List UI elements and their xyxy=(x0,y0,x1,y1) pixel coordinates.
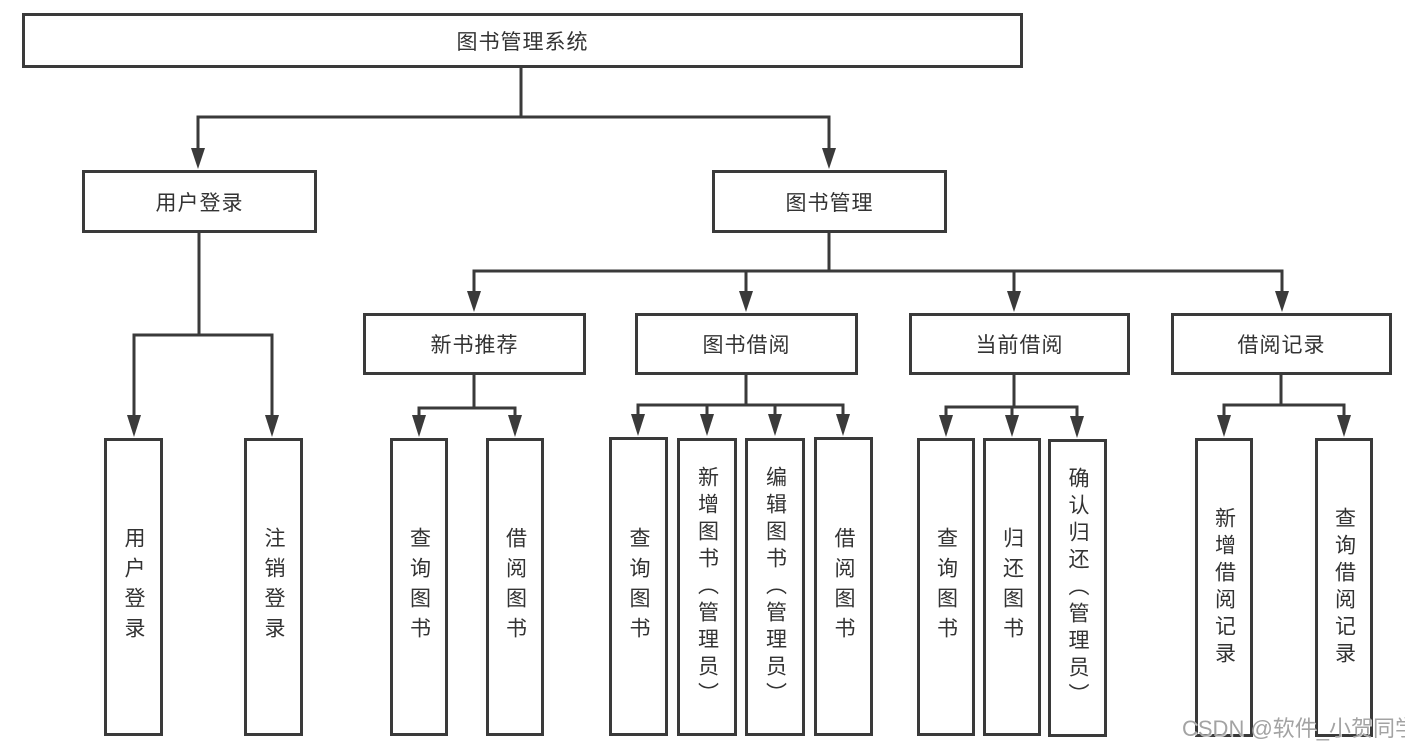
leaf-confirm-return-admin: 确认归还（管理员） xyxy=(1048,439,1107,737)
node-user-login: 用户登录 xyxy=(82,170,317,233)
leaf-label: 查询图书 xyxy=(407,527,431,647)
node-book-borrow: 图书借阅 xyxy=(635,313,858,375)
node-label: 图书借阅 xyxy=(702,334,791,357)
leaf-label: 注销登录 xyxy=(262,527,285,647)
node-label: 图书管理 xyxy=(785,191,874,215)
node-borrow-records: 借阅记录 xyxy=(1171,313,1392,375)
leaf-label: 查询图书 xyxy=(934,527,958,647)
node-label: 当前借阅 xyxy=(975,334,1064,357)
leaf-label: 用户登录 xyxy=(122,527,145,647)
leaf-borrow-books: 借阅图书 xyxy=(814,437,873,736)
leaf-label: 查询借阅记录 xyxy=(1332,506,1356,669)
leaf-label: 借阅图书 xyxy=(503,527,527,647)
watermark: CSDN @软件_小贺同学 xyxy=(1182,716,1405,741)
leaf-edit-book-admin: 编辑图书（管理员） xyxy=(745,438,805,736)
leaf-add-borrow-record: 新增借阅记录 xyxy=(1195,438,1253,737)
node-label: 用户登录 xyxy=(155,191,244,215)
leaf-label: 确认归还（管理员） xyxy=(1066,466,1089,710)
leaf-logout: 注销登录 xyxy=(244,438,303,736)
leaf-label: 借阅图书 xyxy=(832,526,855,647)
leaf-label: 查询图书 xyxy=(627,526,650,647)
leaf-label: 归还图书 xyxy=(1000,527,1024,647)
leaf-label: 新增图书（管理员） xyxy=(695,465,719,709)
leaf-query-books-recommend: 查询图书 xyxy=(390,438,448,736)
node-label: 新书推荐 xyxy=(430,334,519,357)
leaf-label: 新增借阅记录 xyxy=(1212,506,1236,669)
leaf-add-book-admin: 新增图书（管理员） xyxy=(677,438,737,736)
node-label: 图书管理系统 xyxy=(456,30,589,54)
node-label: 借阅记录 xyxy=(1237,334,1326,357)
arrowheads xyxy=(127,148,1351,438)
leaf-user-login: 用户登录 xyxy=(104,438,163,736)
leaf-query-books-current: 查询图书 xyxy=(917,438,975,736)
leaf-query-borrow-record: 查询借阅记录 xyxy=(1315,438,1373,737)
leaf-query-books-borrow: 查询图书 xyxy=(609,437,668,736)
leaf-return-book: 归还图书 xyxy=(983,438,1041,736)
node-book-management: 图书管理 xyxy=(712,170,947,233)
leaf-borrow-books-recommend: 借阅图书 xyxy=(486,438,544,736)
node-current-borrow: 当前借阅 xyxy=(909,313,1130,375)
node-library-management-system: 图书管理系统 xyxy=(22,13,1023,68)
leaf-label: 编辑图书（管理员） xyxy=(763,465,787,709)
node-new-book-recommend: 新书推荐 xyxy=(363,313,586,375)
